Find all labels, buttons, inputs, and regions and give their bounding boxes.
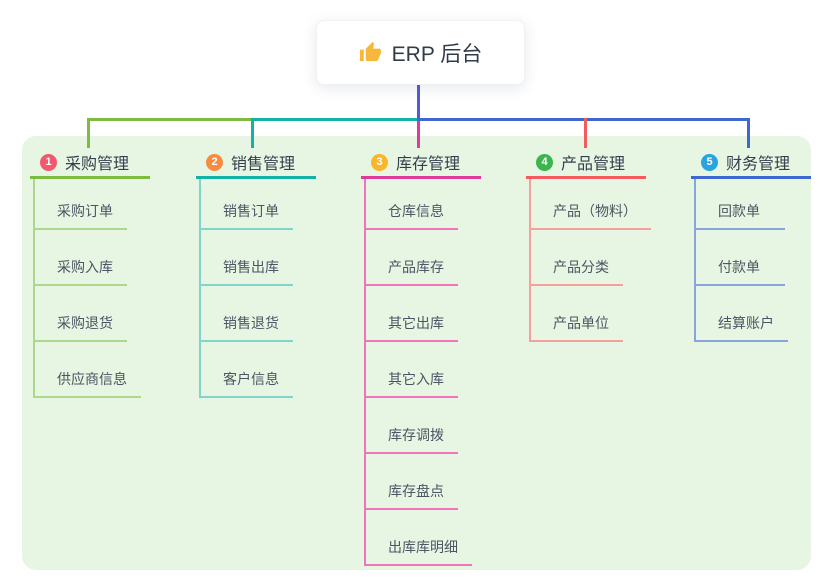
connector-branch5-line: [417, 118, 750, 121]
branch-children: 采购订单 采购入库 采购退货 供应商信息: [33, 179, 141, 398]
child-node[interactable]: 产品单位: [529, 286, 623, 342]
root-stem-line: [417, 84, 420, 121]
branch-heading-product[interactable]: 4 产品管理: [526, 148, 646, 179]
connector-branch2-line: [251, 118, 417, 121]
branch-children: 销售订单 销售出库 销售退货 客户信息: [199, 179, 293, 398]
badge-5-icon: 5: [701, 153, 718, 171]
child-node[interactable]: 仓库信息: [364, 179, 458, 230]
branch-children: 回款单 付款单 结算账户: [694, 179, 788, 342]
branch-heading-purchase[interactable]: 1 采购管理: [30, 148, 150, 179]
badge-3-icon: 3: [371, 153, 388, 171]
branch-column-sales: 2 销售管理 销售订单 销售出库 销售退货 客户信息: [196, 148, 316, 398]
branch-label: 财务管理: [726, 156, 791, 173]
branch-label: 产品管理: [561, 156, 626, 173]
child-node[interactable]: 产品库存: [364, 230, 458, 286]
child-node[interactable]: 库存盘点: [364, 454, 458, 510]
branch-spine-line: [199, 179, 201, 398]
thumbs-up-icon: [359, 41, 381, 62]
child-node[interactable]: 付款单: [694, 230, 785, 286]
branch-label: 库存管理: [396, 156, 461, 173]
child-node[interactable]: 其它入库: [364, 342, 458, 398]
branch-label: 销售管理: [231, 156, 296, 173]
child-node[interactable]: 采购退货: [33, 286, 127, 342]
root-node[interactable]: ERP 后台: [316, 20, 525, 85]
branch-heading-finance[interactable]: 5 财务管理: [691, 148, 811, 179]
branch-column-inventory: 3 库存管理 仓库信息 产品库存 其它出库 其它入库 库存调拨 库存盘点 出库库…: [361, 148, 481, 566]
child-node[interactable]: 其它出库: [364, 286, 458, 342]
branch-heading-sales[interactable]: 2 销售管理: [196, 148, 316, 179]
root-node-label: ERP 后台: [391, 42, 483, 66]
child-node[interactable]: 产品（物料）: [529, 179, 651, 230]
drop-line-branch4: [584, 118, 587, 148]
badge-1-icon: 1: [40, 153, 57, 171]
connector-branch1-line: [87, 118, 251, 121]
branch-children: 仓库信息 产品库存 其它出库 其它入库 库存调拨 库存盘点 出库库明细: [364, 179, 472, 566]
branch-heading-inventory[interactable]: 3 库存管理: [361, 148, 481, 179]
mindmap-panel: [22, 136, 811, 570]
child-node[interactable]: 客户信息: [199, 342, 293, 398]
child-node[interactable]: 结算账户: [694, 286, 788, 342]
branch-spine-line: [33, 179, 35, 398]
drop-line-branch5: [747, 118, 750, 148]
badge-2-icon: 2: [206, 153, 223, 171]
child-node[interactable]: 销售退货: [199, 286, 293, 342]
child-node[interactable]: 采购订单: [33, 179, 127, 230]
branch-spine-line: [694, 179, 696, 342]
branch-label: 采购管理: [65, 156, 130, 173]
branch-spine-line: [529, 179, 531, 342]
child-node[interactable]: 出库库明细: [364, 510, 472, 566]
badge-4-icon: 4: [536, 153, 553, 171]
child-node[interactable]: 采购入库: [33, 230, 127, 286]
drop-line-branch3: [417, 121, 420, 148]
child-node[interactable]: 回款单: [694, 179, 785, 230]
branch-column-purchase: 1 采购管理 采购订单 采购入库 采购退货 供应商信息: [30, 148, 150, 398]
drop-line-branch2: [251, 118, 254, 148]
child-node[interactable]: 供应商信息: [33, 342, 141, 398]
child-node[interactable]: 库存调拨: [364, 398, 458, 454]
child-node[interactable]: 销售订单: [199, 179, 293, 230]
branch-column-product: 4 产品管理 产品（物料） 产品分类 产品单位: [526, 148, 651, 342]
branch-spine-line: [364, 179, 366, 566]
child-node[interactable]: 销售出库: [199, 230, 293, 286]
branch-children: 产品（物料） 产品分类 产品单位: [529, 179, 651, 342]
drop-line-branch1: [87, 118, 90, 148]
branch-column-finance: 5 财务管理 回款单 付款单 结算账户: [691, 148, 811, 342]
child-node[interactable]: 产品分类: [529, 230, 623, 286]
